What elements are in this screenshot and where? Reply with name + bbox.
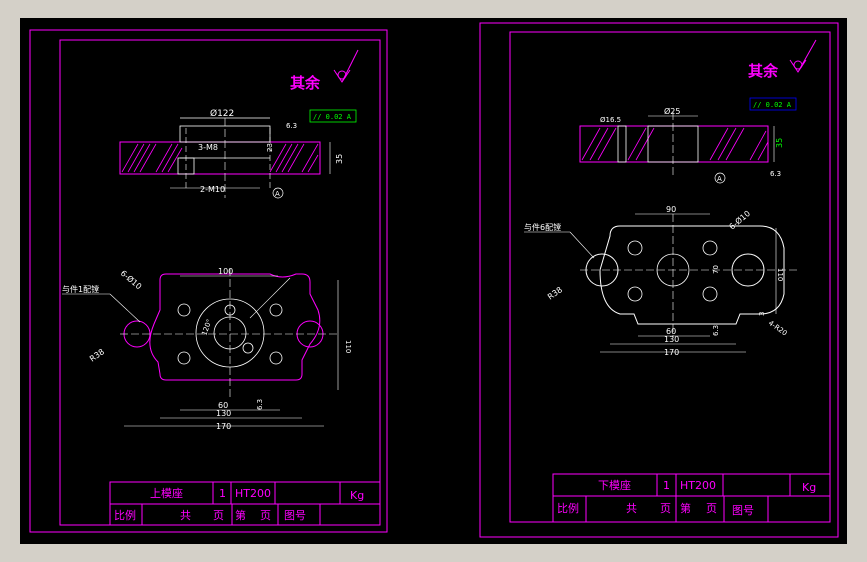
dim-60: 60 xyxy=(218,401,228,410)
outer-border-2 xyxy=(479,22,839,538)
section-view-2: Ø25 Ø16.5 // 0.02 A 35 A 6.3 xyxy=(579,97,797,184)
scale-label: 比例 xyxy=(114,508,136,522)
drawing-svg: 其余 Ø122 3-M8 2-M10 xyxy=(29,22,839,538)
dim-d122: Ø122 xyxy=(210,108,234,119)
dim-23: 23 xyxy=(266,143,274,152)
page-label-1: 页 xyxy=(213,509,224,522)
drawing-no-label-2: 图号 xyxy=(732,504,754,517)
plan-view-2: 90 60 130 170 110 70 R38 6-Ø10 与件6配镗 3 4… xyxy=(524,205,800,357)
fit-note: 与件1配镗 xyxy=(62,284,99,294)
drawing-no-label: 图号 xyxy=(284,509,306,522)
dim-70: 70 xyxy=(712,265,720,274)
rough-6-3-b: 6.3 xyxy=(256,399,264,410)
sheet-upper-die-base: 其余 Ø122 3-M8 2-M10 xyxy=(29,29,388,533)
sheet-label: 第 xyxy=(235,508,246,522)
dim-35-2: 35 xyxy=(775,138,784,148)
quantity-2: 1 xyxy=(663,479,670,492)
dim-d25: Ø25 xyxy=(664,106,680,116)
dim-130-2: 130 xyxy=(664,335,679,344)
page-label-2: 页 xyxy=(260,509,271,522)
dim-r38: R38 xyxy=(88,347,106,363)
dim-35: 35 xyxy=(335,154,344,164)
dim-3m8: 3-M8 xyxy=(198,143,218,152)
tolerance-frame xyxy=(309,109,357,123)
datum-a-2: A xyxy=(717,175,722,183)
dim-110: 110 xyxy=(344,340,352,353)
datum-circle-2 xyxy=(714,172,726,184)
tolerance-text: // 0.02 A xyxy=(313,113,352,121)
fit-note-2: 与件6配镗 xyxy=(524,222,561,232)
roughness-symbol-2 xyxy=(789,39,817,73)
section-view: Ø122 3-M8 2-M10 23 35 // 0.02 A 6.3 A xyxy=(119,108,357,199)
total-label-2: 共 xyxy=(626,502,637,515)
page-label-1-2: 页 xyxy=(660,502,671,515)
total-label: 共 xyxy=(180,509,191,522)
part-name: 上模座 xyxy=(150,486,183,500)
roughness-symbol xyxy=(333,49,359,83)
scale-label-2: 比例 xyxy=(557,501,579,515)
sheet-label-2: 第 xyxy=(680,501,691,515)
rough-6-3-c: 6.3 xyxy=(770,170,781,178)
roughness-circle-2 xyxy=(793,60,803,70)
dim-corner: 4-R20 xyxy=(767,319,789,337)
rough-6-3-d: 6.3 xyxy=(712,325,720,336)
cad-drawing-canvas[interactable]: 其余 Ø122 3-M8 2-M10 xyxy=(20,18,847,544)
datum-circle xyxy=(272,187,284,199)
page-label-2-2: 页 xyxy=(706,502,717,515)
dim-170-2: 170 xyxy=(664,348,679,357)
dim-100: 100 xyxy=(218,267,233,276)
dim-holes-2: 6-Ø10 xyxy=(727,208,752,231)
sheet-lower-die-base: 其余 Ø25 Ø16.5 // 0.02 A 35 A xyxy=(479,22,839,538)
surface-note: 其余 xyxy=(290,74,321,92)
dim-gap: 3 xyxy=(758,312,766,316)
dim-d16-5: Ø16.5 xyxy=(600,116,621,124)
dim-r38-2: R38 xyxy=(546,285,564,301)
dim-130: 130 xyxy=(216,409,231,418)
unit-2: Kg xyxy=(802,481,816,494)
quantity: 1 xyxy=(219,487,226,500)
title-block-2: 下模座 1 HT200 Kg 比例 共 页 第 页 图号 xyxy=(552,473,831,523)
tolerance-frame-2 xyxy=(749,97,797,111)
dim-60-2: 60 xyxy=(666,327,676,336)
dim-holes: 6-Ø10 xyxy=(119,268,144,291)
datum-a: A xyxy=(275,190,280,198)
outer-border xyxy=(29,29,388,533)
surface-note-2: 其余 xyxy=(748,62,779,80)
material-2: HT200 xyxy=(680,479,716,492)
dim-2m10: 2-M10 xyxy=(200,185,225,194)
material: HT200 xyxy=(235,487,271,500)
roughness-circle xyxy=(337,70,347,80)
dim-110-2: 110 xyxy=(776,268,784,281)
tolerance-text-2: // 0.02 A xyxy=(753,101,792,109)
rough-6-3-a: 6.3 xyxy=(286,122,297,130)
part-name-2: 下模座 xyxy=(598,478,631,492)
dim-170: 170 xyxy=(216,422,231,431)
unit: Kg xyxy=(350,489,364,502)
dim-90: 90 xyxy=(666,205,676,214)
title-block: 上模座 1 HT200 Kg 比例 共 页 第 页 图号 xyxy=(109,481,381,526)
plan-view: 100 60 130 170 110 R38 6-Ø10 与件1配镗 120° … xyxy=(62,267,352,431)
